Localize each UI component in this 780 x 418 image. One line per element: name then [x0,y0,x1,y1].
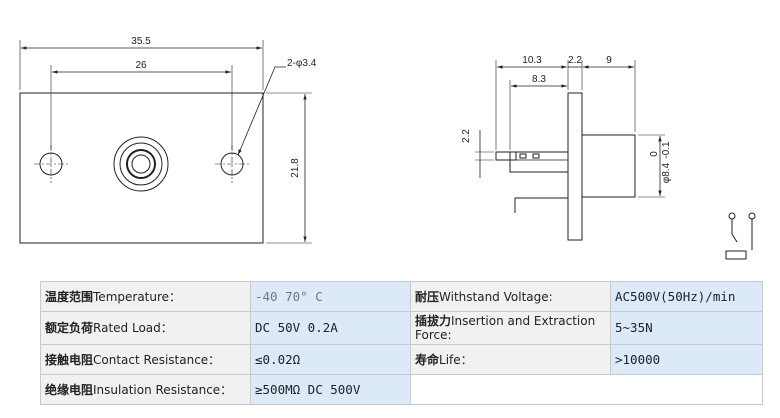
lower-terminal [514,197,568,213]
socket-outer-ring [113,136,169,192]
spec-row: 接触电阻Contact Resistance： ≤0.02Ω 寿命Life： >… [40,344,763,375]
spec-label: 耐压Withstand Voltage: [410,281,611,312]
spec-row: 额定负荷Rated Load： DC 50V 0.2A 插拔力Insertion… [40,311,763,345]
spec-table: 温度范围Temperature： -40 70° C 耐压Withstand V… [40,281,763,405]
side-view [475,60,665,241]
socket-inner-ring [126,149,156,179]
pin-tab-1 [495,151,517,161]
spec-label: 绝缘电阻Insulation Resistance： [40,374,251,405]
spec-row: 绝缘电阻Insulation Resistance： ≥500MΩ DC 500… [40,374,763,405]
dim-hole-callout: 2-φ3.4 [287,58,317,69]
spec-label: 接触电阻Contact Resistance： [40,344,251,375]
dim-c: 9 [606,55,612,66]
socket-middle-ring [119,142,163,186]
spec-label: 插拔力Insertion and Extraction Force: [410,311,611,345]
spec-value: >10000 [610,344,763,375]
spec-value: 5~35N [610,311,763,345]
spec-row: 温度范围Temperature： -40 70° C 耐压Withstand V… [40,281,763,312]
front-plate-outline [19,92,264,244]
front-view [19,40,312,244]
pin-tab-2 [519,153,527,159]
dim-d: 8.3 [532,74,546,85]
dim-tol-upper: 0 [649,151,660,157]
spec-value: DC 50V 0.2A [250,311,411,345]
hole-callout-leader [237,66,286,156]
spec-value: -40 70° C [250,281,411,312]
dim-height: 21.8 [290,158,301,178]
spec-value: ≤0.02Ω [250,344,411,375]
dim-tol-lower: -0.1 [661,141,672,159]
dim-diameter: φ8.4 [661,162,672,183]
spec-label: 寿命Life： [410,344,611,375]
side-flange [567,92,583,241]
spec-value: AC500V(50Hz)/min [610,281,763,312]
side-body [581,134,636,198]
dim-hole-spacing: 26 [135,60,147,71]
spec-label: 额定负荷Rated Load： [40,311,251,345]
dim-b: 2.2 [568,55,582,66]
spec-value: ≥500MΩ DC 500V [250,374,411,405]
technical-drawing: 35.5 26 2-φ3.4 21.8 10.3 2.2 9 8.3 2.2 φ… [19,36,756,260]
dim-pin-offset: 2.2 [461,129,472,143]
socket-pin [131,154,151,174]
dim-a: 10.3 [522,55,542,66]
spec-label: 温度范围Temperature： [40,281,251,312]
side-rear-housing [509,151,569,173]
switch-schematic-icon [725,212,756,260]
dim-overall-width: 35.5 [131,36,151,47]
pin-tab-3 [532,153,540,159]
spec-empty-cell [410,374,763,405]
